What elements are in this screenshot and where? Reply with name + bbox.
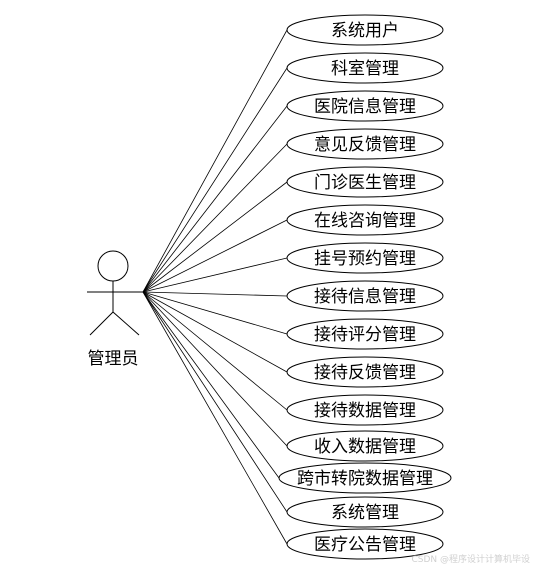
use-case: 科室管理 bbox=[286, 52, 444, 84]
association-line bbox=[142, 67, 288, 293]
use-case-ellipse bbox=[286, 496, 444, 528]
use-case-ellipse bbox=[278, 462, 452, 494]
use-case: 收入数据管理 bbox=[286, 430, 444, 462]
use-case-ellipse bbox=[286, 528, 444, 560]
use-case-ellipse bbox=[286, 128, 444, 160]
use-case-ellipse bbox=[286, 14, 444, 46]
association-line bbox=[142, 291, 288, 545]
use-case-label: 跨市转院数据管理 bbox=[297, 469, 433, 489]
use-case-label: 系统管理 bbox=[331, 503, 399, 523]
use-case-label: 医院信息管理 bbox=[314, 97, 416, 117]
use-case-label: 系统用户 bbox=[331, 21, 399, 41]
use-case-list: 系统用户科室管理医院信息管理意见反馈管理门诊医生管理在线咨询管理挂号预约管理接待… bbox=[278, 14, 452, 560]
association-line bbox=[142, 291, 288, 447]
association-line bbox=[142, 257, 288, 293]
use-case: 挂号预约管理 bbox=[286, 242, 444, 274]
actor-label: 管理员 bbox=[88, 349, 139, 369]
use-case-ellipse bbox=[286, 242, 444, 274]
association-line bbox=[142, 291, 288, 513]
use-case-label: 收入数据管理 bbox=[314, 437, 416, 457]
use-case: 接待数据管理 bbox=[286, 394, 444, 426]
association-line bbox=[142, 291, 288, 335]
use-case-label: 医疗公告管理 bbox=[314, 535, 416, 555]
use-case-label: 挂号预约管理 bbox=[314, 249, 416, 269]
association-line bbox=[142, 291, 288, 373]
association-line bbox=[142, 291, 280, 479]
association-line bbox=[142, 29, 288, 293]
association-lines bbox=[142, 29, 288, 545]
actor-right-leg bbox=[112, 311, 140, 336]
use-case: 跨市转院数据管理 bbox=[278, 462, 452, 494]
use-case-label: 意见反馈管理 bbox=[314, 135, 416, 155]
association-line bbox=[142, 105, 288, 293]
association-line bbox=[142, 143, 288, 293]
watermark: CSDN @程序设计计算机毕设 bbox=[411, 553, 530, 565]
use-case-ellipse bbox=[286, 90, 444, 122]
use-case: 接待信息管理 bbox=[286, 280, 444, 312]
association-line bbox=[142, 181, 288, 293]
association-line bbox=[142, 291, 288, 297]
actor-figure: 管理员 bbox=[87, 250, 143, 369]
use-case: 意见反馈管理 bbox=[286, 128, 444, 160]
use-case: 在线咨询管理 bbox=[286, 204, 444, 236]
actor-left-leg bbox=[89, 311, 114, 336]
use-case: 医疗公告管理 bbox=[286, 528, 444, 560]
use-case-ellipse bbox=[286, 204, 444, 236]
use-case: 系统用户 bbox=[286, 14, 444, 46]
use-case-label: 科室管理 bbox=[331, 59, 399, 79]
association-line bbox=[142, 291, 288, 411]
use-case: 接待评分管理 bbox=[286, 318, 444, 350]
use-case-ellipse bbox=[286, 430, 444, 462]
use-case-ellipse bbox=[286, 166, 444, 198]
use-case-ellipse bbox=[286, 318, 444, 350]
use-case-ellipse bbox=[286, 356, 444, 388]
use-case: 医院信息管理 bbox=[286, 90, 444, 122]
use-case-label: 接待反馈管理 bbox=[314, 363, 416, 383]
use-case: 门诊医生管理 bbox=[286, 166, 444, 198]
use-case-ellipse bbox=[286, 394, 444, 426]
use-case: 接待反馈管理 bbox=[286, 356, 444, 388]
use-case-label: 在线咨询管理 bbox=[314, 211, 416, 231]
use-case-label: 接待数据管理 bbox=[314, 401, 416, 421]
use-case-label: 接待评分管理 bbox=[314, 325, 416, 345]
use-case-ellipse bbox=[286, 280, 444, 312]
use-case-ellipse bbox=[286, 52, 444, 84]
actor-head bbox=[97, 250, 129, 282]
association-line bbox=[142, 219, 288, 293]
use-case-label: 接待信息管理 bbox=[314, 287, 416, 307]
use-case: 系统管理 bbox=[286, 496, 444, 528]
use-case-label: 门诊医生管理 bbox=[314, 173, 416, 193]
